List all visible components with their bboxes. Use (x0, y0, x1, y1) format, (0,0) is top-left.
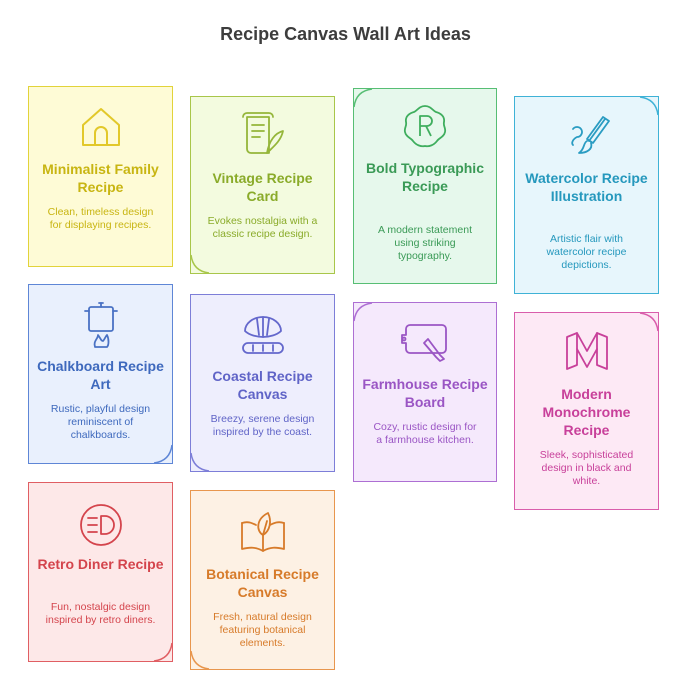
card-description: Clean, timeless design for displaying re… (47, 206, 154, 231)
cutting-board-icon (400, 321, 450, 365)
scroll-quill-icon (239, 111, 287, 159)
page-title: Recipe Canvas Wall Art Ideas (220, 24, 471, 44)
card-description: Breezy, serene design inspired by the co… (210, 413, 315, 438)
page-curl (190, 650, 210, 670)
page-curl (353, 302, 373, 322)
card-title: Coastal Recipe Canvas (212, 368, 313, 402)
card-bold-typographic-recipe: Bold Typographic Recipe A modern stateme… (353, 88, 497, 284)
house-icon (79, 105, 123, 149)
page-curl (190, 452, 210, 472)
card-title: Botanical Recipe Canvas (206, 566, 319, 600)
page-curl (153, 642, 173, 662)
leaf-book-icon (238, 509, 288, 555)
card-chalkboard-recipe-art: Chalkboard Recipe Art Rustic, playful de… (28, 284, 173, 464)
card-title: Chalkboard Recipe Art (37, 358, 164, 392)
page-curl (353, 88, 373, 108)
card-title: Farmhouse Recipe Board (362, 376, 488, 410)
card-minimalist-family-recipe: Minimalist Family Recipe Clean, timeless… (28, 86, 173, 267)
card-description: Cozy, rustic design for a farmhouse kitc… (373, 421, 477, 446)
card-title: Retro Diner Recipe (37, 556, 164, 572)
card-title: Bold Typographic Recipe (366, 160, 484, 194)
card-modern-monochrome-recipe: Modern Monochrome Recipe Sleek, sophisti… (514, 312, 659, 510)
page-curl (639, 96, 659, 116)
card-watercolor-recipe-illustration: Watercolor Recipe Illustration Artistic … (514, 96, 659, 294)
card-description: A modern statement using striking typogr… (378, 224, 472, 262)
card-title: Vintage Recipe Card (212, 170, 313, 204)
croissant-icon (239, 311, 287, 357)
card-vintage-recipe-card: Vintage Recipe Card Evokes nostalgia wit… (190, 96, 335, 274)
card-description: Artistic flair with watercolor recipe de… (546, 233, 627, 271)
cooking-pot-icon (81, 301, 121, 349)
page-curl (153, 444, 173, 464)
letter-r-badge-icon (402, 103, 448, 149)
monochrome-m-icon (563, 329, 611, 375)
headlight-icon (77, 503, 125, 547)
card-description: Sleek, sophisticated design in black and… (539, 449, 634, 487)
card-description: Fun, nostalgic design inspired by retro … (45, 601, 156, 626)
card-botanical-recipe-canvas: Botanical Recipe Canvas Fresh, natural d… (190, 490, 335, 670)
page-curl (639, 312, 659, 332)
card-coastal-recipe-canvas: Coastal Recipe Canvas Breezy, serene des… (190, 294, 335, 472)
card-title: Modern Monochrome Recipe (542, 386, 631, 438)
card-farmhouse-recipe-board: Farmhouse Recipe Board Cozy, rustic desi… (353, 302, 497, 482)
card-title: Watercolor Recipe Illustration (525, 170, 648, 204)
card-description: Rustic, playful design reminiscent of ch… (50, 403, 151, 441)
card-description: Evokes nostalgia with a classic recipe d… (207, 215, 318, 240)
paintbrush-icon (563, 115, 611, 159)
page-curl (190, 254, 210, 274)
card-retro-diner-recipe: Retro Diner Recipe Fun, nostalgic design… (28, 482, 173, 662)
card-description: Fresh, natural design featuring botanica… (213, 611, 312, 649)
card-title: Minimalist Family Recipe (42, 161, 159, 195)
